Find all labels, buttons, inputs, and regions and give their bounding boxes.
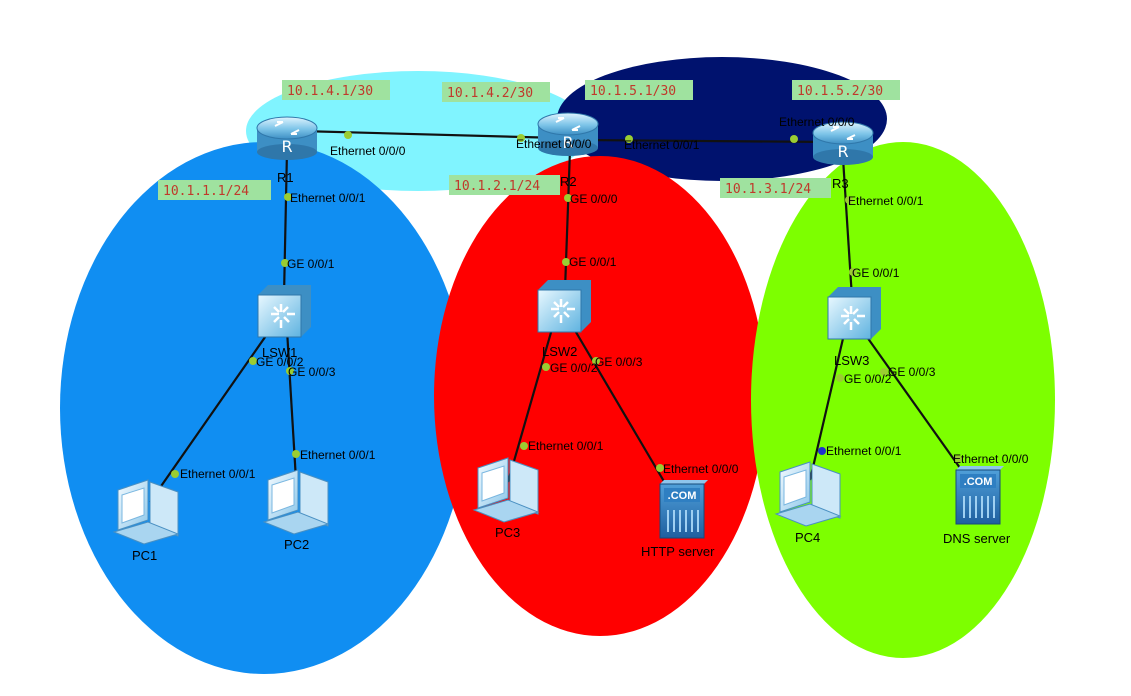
port-label: Ethernet 0/0/1 (528, 439, 604, 453)
ip-label-bg (792, 80, 900, 100)
port-label: Ethernet 0/0/0 (663, 462, 739, 476)
switch-lsw1[interactable] (257, 285, 311, 338)
port-dot (845, 196, 853, 204)
port-label: GE 0/0/0 (570, 192, 618, 206)
zone-lan-r3 (751, 142, 1055, 658)
link-r2-r3 (579, 138, 831, 144)
port-dot (281, 259, 289, 267)
port-label: GE 0/0/3 (888, 365, 936, 379)
port-dot (656, 464, 664, 472)
port-dot (292, 450, 300, 458)
link-r2-lsw2 (563, 149, 572, 291)
device-label-dns-server: DNS server (943, 531, 1011, 546)
port-label: GE 0/0/1 (569, 255, 617, 269)
port-label: GE 0/0/2 (844, 372, 892, 386)
svg-text:R: R (281, 137, 292, 156)
port-dot (954, 455, 962, 463)
device-label-lsw3: LSW3 (834, 353, 869, 368)
port-label: GE 0/0/1 (852, 266, 900, 280)
port-label: GE 0/0/1 (287, 257, 335, 271)
server-icon-text: .COM (964, 476, 993, 488)
ip-label-r1-lan: 10.1.1.1/24 (163, 184, 249, 199)
port-dot (849, 268, 857, 276)
zone-lan-r1 (60, 142, 468, 674)
device-label-r2: R2 (560, 174, 577, 189)
port-dot (517, 134, 525, 142)
device-label-r1: R1 (277, 170, 294, 185)
ip-label-bg (158, 180, 271, 200)
ip-label-bg (585, 80, 693, 100)
device-label-pc4: PC4 (795, 530, 820, 545)
device-label-http-server: HTTP server (641, 544, 715, 559)
server-dns[interactable]: .COM (955, 466, 1004, 525)
ip-label-bg (442, 82, 550, 102)
link-lsw3-dns (861, 329, 971, 483)
port-label: Ethernet 0/0/1 (180, 467, 256, 481)
port-dot (625, 135, 633, 143)
link-lsw3-pc4 (808, 329, 847, 481)
device-label-pc1: PC1 (132, 548, 157, 563)
device-label-lsw1: LSW1 (262, 345, 297, 360)
pc-pc2[interactable] (262, 469, 330, 535)
ip-label-r2-e000: 10.1.4.2/30 (447, 86, 533, 101)
link-r1-lsw1 (282, 149, 289, 297)
port-label: GE 0/0/2 (550, 361, 598, 375)
zone-lan-r2 (434, 156, 766, 636)
port-dot (284, 193, 292, 201)
switch-lsw2[interactable] (537, 280, 591, 333)
ip-label-bg (449, 175, 560, 195)
pc-pc3[interactable] (472, 457, 540, 523)
ip-label-r2-e001: 10.1.5.1/30 (590, 84, 676, 99)
port-label: Ethernet 0/0/0 (779, 115, 855, 129)
svg-text:R: R (562, 133, 573, 152)
ip-label-r3-lan: 10.1.3.1/24 (725, 182, 811, 197)
port-dot (286, 367, 294, 375)
port-label: Ethernet 0/0/1 (826, 444, 902, 458)
link-lsw2-http (569, 321, 673, 496)
router-r3[interactable]: R (812, 121, 874, 165)
ip-label-bg (282, 80, 390, 100)
ip-label-r3-e000: 10.1.5.2/30 (797, 84, 883, 99)
port-label: Ethernet 0/0/0 (953, 452, 1029, 466)
port-dot (171, 470, 179, 478)
port-label: Ethernet 0/0/1 (848, 194, 924, 208)
pc-pc1[interactable] (112, 479, 180, 545)
port-dot (344, 131, 352, 139)
port-dot (520, 442, 528, 450)
router-r1[interactable]: R (256, 116, 318, 160)
ip-label-bg (720, 178, 831, 198)
port-dot (562, 258, 570, 266)
port-dot (249, 357, 257, 365)
port-dot (818, 447, 826, 455)
port-dot (790, 135, 798, 143)
port-dot (564, 194, 572, 202)
server-icon-text: .COM (668, 490, 697, 502)
port-label: Ethernet 0/0/1 (290, 191, 366, 205)
router-r2[interactable]: R (537, 112, 599, 156)
port-label: Ethernet 0/0/0 (330, 144, 406, 158)
port-label: GE 0/0/3 (595, 355, 643, 369)
port-label: Ethernet 0/0/0 (516, 137, 592, 151)
link-r1-r2 (299, 129, 561, 140)
port-label: Ethernet 0/0/1 (624, 138, 700, 152)
switch-lsw3[interactable] (827, 287, 881, 340)
server-http[interactable]: .COM (659, 480, 708, 539)
port-label: Ethernet 0/0/1 (300, 448, 376, 462)
pc-pc4[interactable] (774, 461, 842, 527)
port-dot (592, 357, 600, 365)
port-dot (836, 374, 844, 382)
link-lsw2-pc3 (506, 321, 556, 483)
device-label-pc2: PC2 (284, 537, 309, 552)
port-label: GE 0/0/2 (256, 355, 304, 369)
device-label-r3: R3 (832, 176, 849, 191)
port-dot (880, 368, 888, 376)
device-label-pc3: PC3 (495, 525, 520, 540)
device-label-lsw2: LSW2 (542, 344, 577, 359)
svg-text:R: R (837, 142, 848, 161)
port-dot (542, 363, 550, 371)
ip-label-r2-lan: 10.1.2.1/24 (454, 179, 540, 194)
port-label: GE 0/0/3 (288, 365, 336, 379)
ip-label-r1-e000: 10.1.4.1/30 (287, 84, 373, 99)
